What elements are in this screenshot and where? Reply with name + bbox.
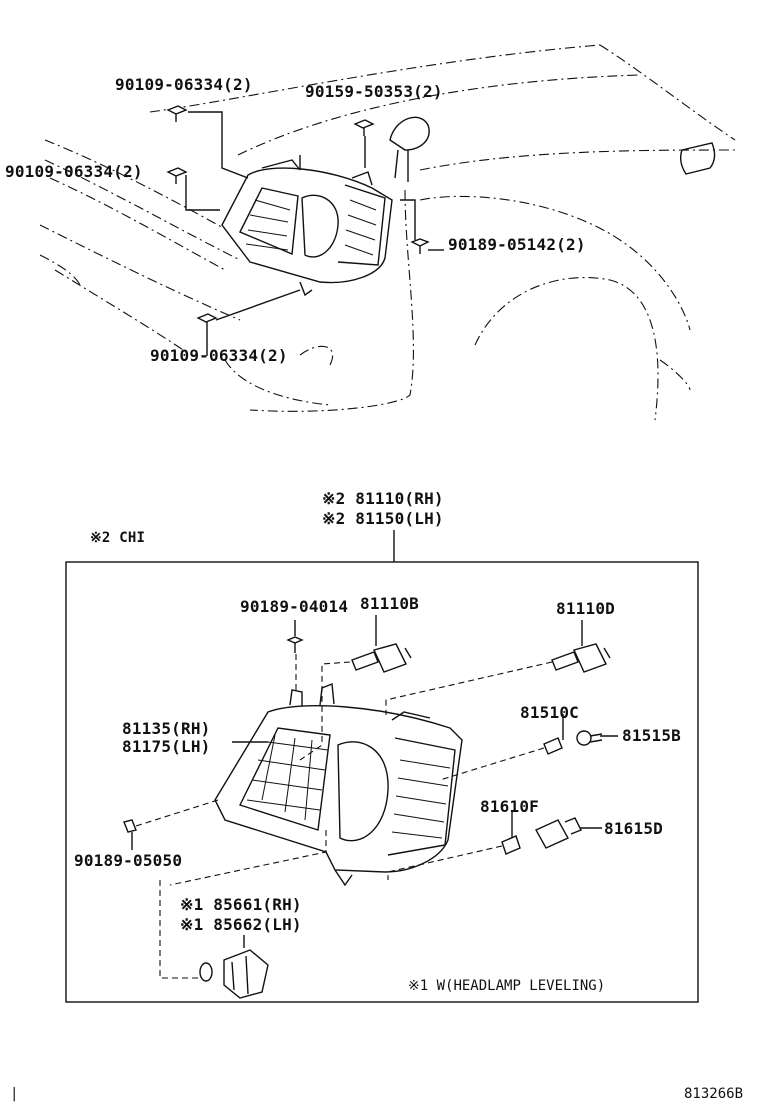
bolt-top-left-icon — [166, 105, 188, 122]
clip-top-icon — [286, 636, 304, 653]
headlamp-small-view — [221, 155, 393, 297]
label-bolt-top-right: 90159-50353(2) — [305, 82, 443, 101]
leveling-actuator-icon — [199, 949, 269, 999]
label-bulb-610f: 81610F — [480, 797, 539, 816]
footer-left-mark: | — [10, 1086, 18, 1102]
label-clip-top: 90189-04014 — [240, 597, 348, 616]
label-socket-515b: 81515B — [622, 726, 681, 745]
clip-right-icon — [410, 238, 430, 254]
clip-bottom-icon — [123, 819, 137, 833]
label-clip-bottom: 90189-05050 — [74, 851, 182, 870]
label-bulb-b: 81110B — [360, 594, 419, 613]
socket-615d-icon — [535, 817, 582, 849]
bolt-bottom-icon — [196, 313, 218, 330]
assembly-frame — [65, 561, 699, 1003]
label-actuator-rh: ※1 85661(RH) — [180, 895, 302, 914]
label-housing-lh: 81175(LH) — [122, 737, 211, 756]
label-bulb-d: 81110D — [556, 599, 615, 618]
bolt-top-right-icon — [353, 119, 375, 136]
bulb-510c-icon — [543, 737, 563, 755]
label-assembly-lh: ※2 81150(LH) — [322, 509, 444, 528]
bulb-h4-b-icon — [351, 643, 412, 673]
bolt-left-icon — [166, 167, 188, 184]
headlamp-housing — [214, 683, 463, 887]
bulb-h4-d-icon — [551, 643, 611, 673]
label-socket-615d: 81615D — [604, 819, 663, 838]
footnote-leveling: ※1 W(HEADLAMP LEVELING) — [408, 978, 605, 994]
label-housing-rh: 81135(RH) — [122, 719, 211, 738]
label-assembly-rh: ※2 81110(RH) — [322, 489, 444, 508]
diagram-code: 813266B — [684, 1086, 743, 1102]
label-bulb-510c: 81510C — [520, 703, 579, 722]
bulb-610f-icon — [501, 835, 521, 855]
vehicle-front-drawing — [39, 44, 736, 421]
label-clip-right: 90189-05142(2) — [448, 235, 586, 254]
label-bolt-bottom: 90109-06334(2) — [150, 346, 288, 365]
label-bolt-left: 90109-06334(2) — [5, 162, 143, 181]
box-note: ※2 CHI — [90, 530, 145, 546]
socket-515b-icon — [576, 730, 603, 746]
label-bolt-top-left: 90109-06334(2) — [115, 75, 253, 94]
label-actuator-lh: ※1 85662(LH) — [180, 915, 302, 934]
